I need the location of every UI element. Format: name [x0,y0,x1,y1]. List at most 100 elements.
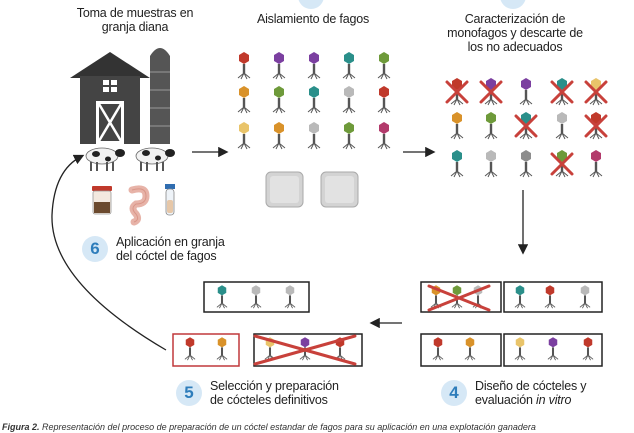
barn-icon [70,52,150,144]
bacteriophage-icon [450,78,464,106]
step-6-label: Aplicación en granja del cóctel de fagos [116,235,256,263]
step-1-line-1: Toma de muestras en [76,6,194,20]
bacteriophage-icon [250,285,262,309]
step-5-number: 5 [176,380,202,406]
cocktail-box [420,333,502,367]
bacteriophage-icon [307,122,321,150]
cross-mark-icon [584,114,608,138]
bacteriophage-icon [450,112,464,140]
step-3-label: Caracterización de monofagos y descarte … [440,12,590,54]
cocktail-box [503,333,603,367]
bacteriophage-icon [589,112,603,140]
step-4-label: Diseño de cócteles y evaluación in vitro [475,379,625,407]
bacteriophage-icon [514,337,526,361]
bacteriophage-icon [342,122,356,150]
step-3-line-2: monofagos y descarte de [447,26,583,40]
intestine-icon [128,185,150,226]
bacteriophage-icon [216,285,228,309]
step-2-label: Aislamiento de fagos [238,12,388,26]
test-tube-icon [165,184,175,216]
bacteriophage-icon [377,86,391,114]
bacteriophage-icon [519,150,533,178]
cocktail-box [503,281,603,313]
bacteriophage-icon [284,285,296,309]
cross-mark-icon [550,80,574,104]
bacteriophage-icon [451,285,463,309]
bacteriophage-icon [377,52,391,80]
bacteriophage-icon [307,52,321,80]
bacteriophage-icon [184,337,196,361]
step-4-line-2-italic: in vitro [536,393,572,407]
step-2-line-1: Aislamiento de fagos [256,12,370,26]
petri-dish-icon [320,171,359,208]
step-2-number-circle [298,0,324,9]
cocktail-box [420,281,502,313]
cross-mark-icon [445,80,469,104]
cross-mark-icon [479,80,503,104]
bacteriophage-icon [555,78,569,106]
cow-icon [85,147,125,171]
step-5-line-1: Selección y preparación [210,379,339,393]
bacteriophage-icon [514,285,526,309]
step-4-line-1: Diseño de cócteles y [475,379,587,393]
bacteriophage-icon [272,52,286,80]
bacteriophage-icon [237,52,251,80]
bacteriophage-icon [589,78,603,106]
bacteriophage-icon [342,86,356,114]
step-5-line-2: de cócteles definitivos [210,393,328,407]
bacteriophage-icon [342,52,356,80]
bacteriophage-icon [582,337,594,361]
cross-mark-icon [253,334,357,366]
bacteriophage-icon [519,78,533,106]
bacteriophage-icon [579,285,591,309]
arrow-icon [51,154,167,351]
bacteriophage-icon [547,337,559,361]
bacteriophage-icon [464,337,476,361]
figure-caption: Figura 2. Representación del proceso de … [2,422,634,432]
step-5-label: Selección y preparación de cócteles defi… [210,379,360,407]
step-6-line-2: del cóctel de fagos [116,249,217,263]
bacteriophage-icon [589,150,603,178]
bacteriophage-icon [272,122,286,150]
bacteriophage-icon [216,337,228,361]
bacteriophage-icon [307,86,321,114]
cross-mark-icon [584,80,608,104]
cross-mark-icon [550,152,574,176]
step-4-line-2: evaluación in vitro [475,393,625,407]
sample-jar-icon [92,186,112,215]
bacteriophage-icon [484,150,498,178]
cocktail-box [203,281,310,313]
bacteriophage-icon [237,86,251,114]
step-1-line-2: granja diana [101,20,169,34]
step-4-line-2-plain: evaluación [475,393,537,407]
bacteriophage-icon [484,112,498,140]
step-3-line-3: los no adecuados [467,40,563,54]
cross-mark-icon [427,284,491,312]
bacteriophage-icon [450,150,464,178]
bacteriophage-icon [544,285,556,309]
step-3-number-circle [500,0,526,9]
bacteriophage-group [184,52,603,361]
cow-icon [135,147,175,171]
step-3-line-1: Caracterización de [464,12,566,26]
bacteriophage-icon [519,112,533,140]
selected-cocktail-box [172,333,240,367]
cross-mark-icon [514,114,538,138]
bacteriophage-icon [377,122,391,150]
step-4-number: 4 [441,380,467,406]
step-1-label: Toma de muestras en granja diana [60,6,210,34]
bacteriophage-icon [237,122,251,150]
bacteriophage-icon [484,78,498,106]
bacteriophage-icon [555,112,569,140]
bacteriophage-icon [555,150,569,178]
step-6-number: 6 [82,236,108,262]
caption-text: Representación del proceso de preparació… [39,422,536,432]
petri-dish-icon [265,171,304,208]
caption-label: Figura 2. [2,422,40,432]
cocktail-box [253,333,363,367]
silo-icon [150,48,170,144]
cross-mark-group [253,80,608,366]
bacteriophage-icon [272,86,286,114]
